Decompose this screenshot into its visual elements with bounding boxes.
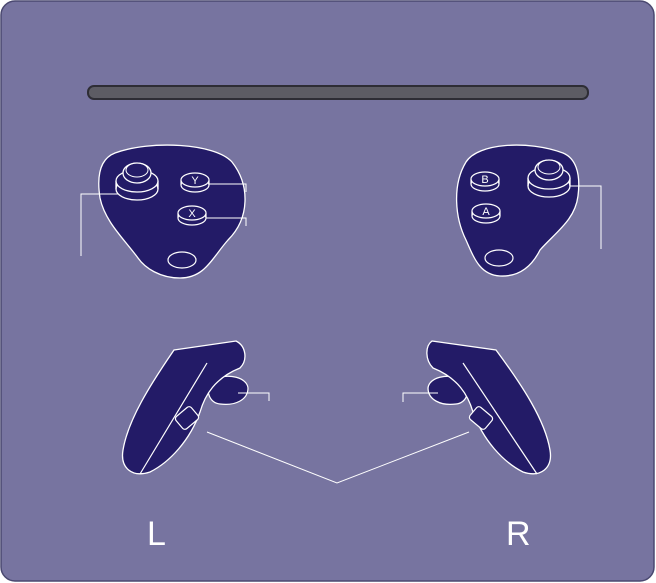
x-button-label: X <box>188 208 196 220</box>
grip-buttons-callout <box>206 431 470 484</box>
grip-button-icon <box>468 406 494 430</box>
right-controller-seam <box>462 362 538 475</box>
thumbstick-icon <box>115 162 159 201</box>
right-controller-side-body <box>426 340 552 475</box>
x-button-callout <box>206 217 247 226</box>
oval-menu-button-icon <box>167 251 197 269</box>
left-thumbstick-callout <box>80 193 118 256</box>
left-controller-face: Y X <box>98 144 246 279</box>
right-thumbstick-callout <box>570 185 602 249</box>
x-button: X <box>177 205 207 226</box>
right-hand-label: R <box>506 515 531 553</box>
y-button-callout <box>209 183 247 192</box>
y-button: Y <box>180 172 210 193</box>
grip-button-icon <box>174 406 200 430</box>
left-controller-side <box>121 340 249 475</box>
right-controller-face: B A <box>455 144 580 277</box>
a-button: A <box>471 203 501 224</box>
right-trigger-callout <box>402 392 438 402</box>
trigger-icon <box>207 375 249 405</box>
b-button: B <box>470 171 500 192</box>
b-button-label: B <box>481 174 488 186</box>
left-trigger-callout <box>238 392 270 401</box>
a-button-label: A <box>482 206 490 218</box>
left-controller-side-body <box>121 340 246 475</box>
y-button-label: Y <box>191 175 199 187</box>
top-bar <box>87 85 589 100</box>
oval-menu-button-icon <box>484 249 514 267</box>
left-controller-seam <box>139 362 208 475</box>
thumbstick-icon <box>527 159 571 198</box>
right-controller-side <box>426 340 552 475</box>
left-hand-label: L <box>147 515 166 553</box>
